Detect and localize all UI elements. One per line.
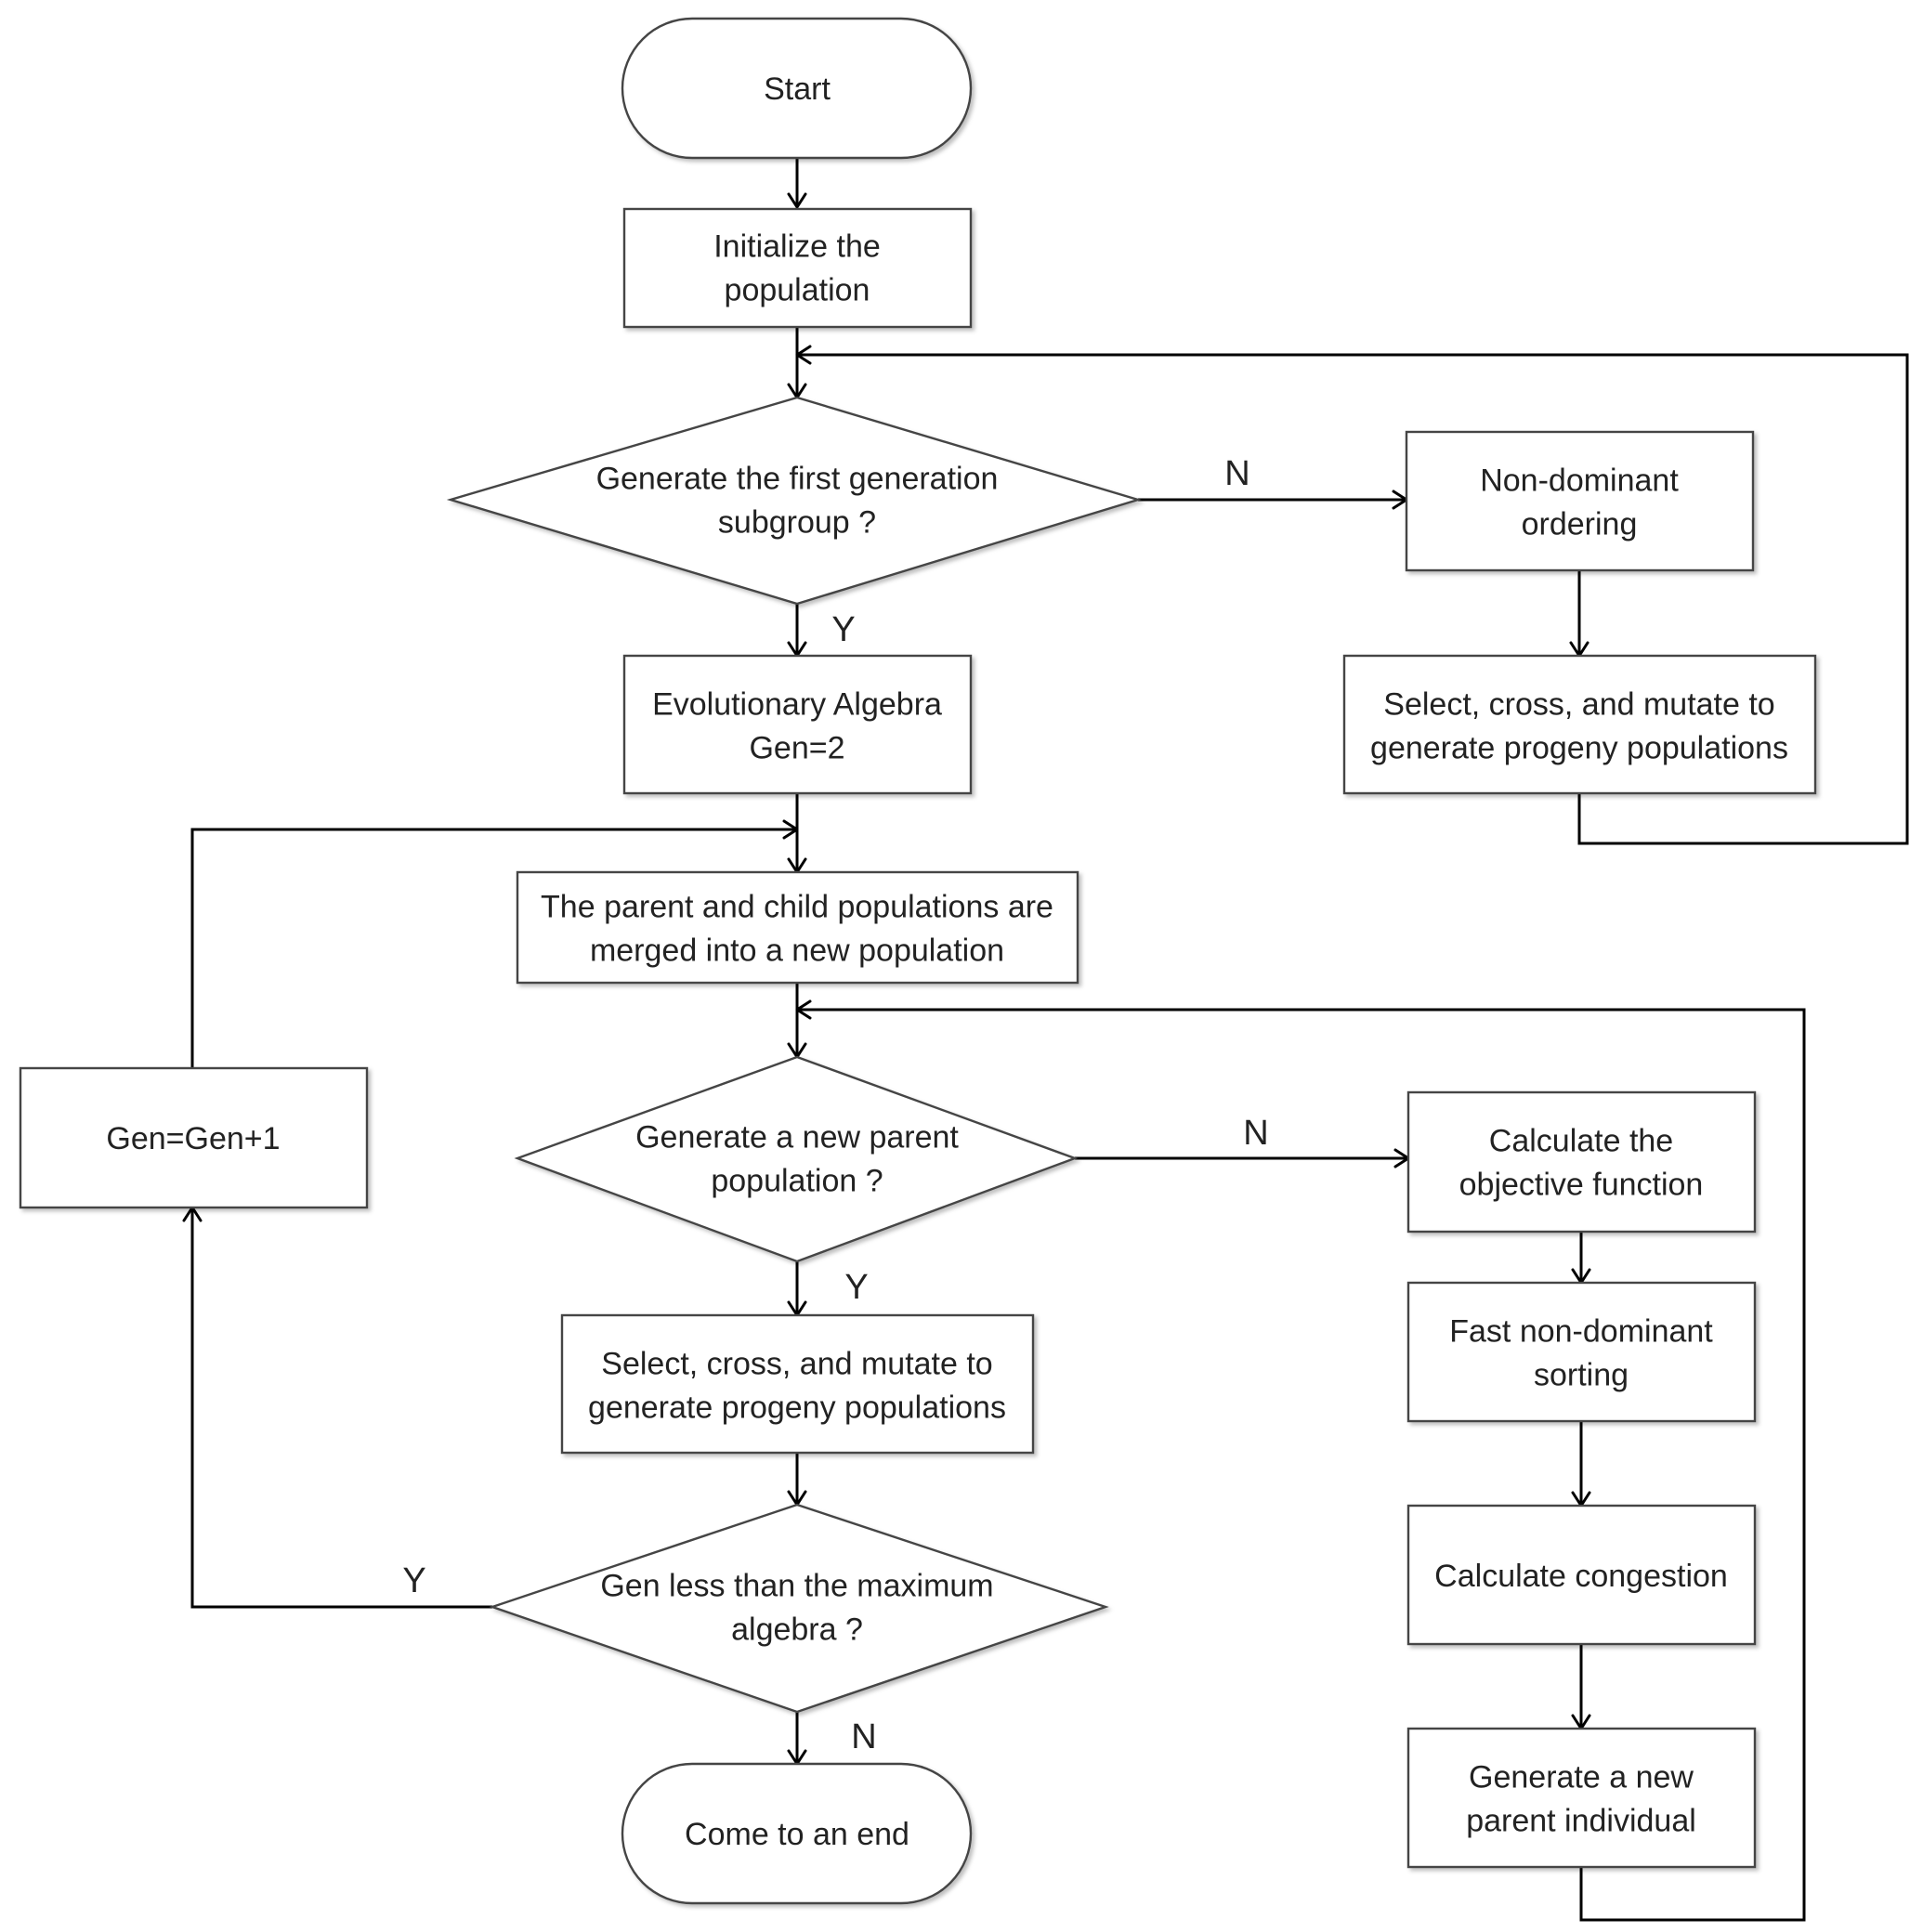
- edge-label-parent-no: N: [1243, 1114, 1268, 1153]
- node-text-line: parent individual: [1466, 1804, 1696, 1839]
- node-text-line: Calculate congestion: [1434, 1559, 1728, 1594]
- node-text-line: Start: [764, 72, 831, 107]
- node-decision-first-text: Generate the first generation subgroup ?: [596, 462, 999, 541]
- node-text-line: Select, cross, and mutate to: [1383, 687, 1774, 723]
- node-text-line: subgroup ?: [718, 505, 876, 541]
- node-text-line: population ?: [711, 1164, 883, 1199]
- end-terminal-shape: [621, 1762, 973, 1905]
- node-text-line: Gen=Gen+1: [106, 1121, 280, 1156]
- node-new-individual-text: Generate a new parent individual: [1466, 1760, 1696, 1839]
- init-process-shape: [622, 207, 973, 329]
- arrowhead: [787, 192, 807, 209]
- node-text-line: generate progeny populations: [1370, 731, 1788, 766]
- edge-labels: N Y N Y Y N: [402, 454, 1268, 1756]
- node-fast-sort-text: Fast non-dominant sorting: [1449, 1314, 1713, 1393]
- edge-select-top-loop: [799, 353, 1909, 845]
- node-text-line: Non-dominant: [1480, 463, 1679, 499]
- arrowhead: [795, 345, 812, 365]
- merge-process-shape: [516, 870, 1079, 985]
- node-select-top: Select, cross, and mutate to generate pro…: [1342, 654, 1817, 795]
- node-select-mid: Select, cross, and mutate to generate pro…: [560, 1313, 1035, 1455]
- edges: [182, 158, 1909, 1922]
- edge-label-first-yes: Y: [831, 610, 855, 649]
- decision-first-shape: [446, 396, 1143, 606]
- gen-increment-process-shape: [19, 1066, 369, 1209]
- node-text-line: Come to an end: [685, 1817, 909, 1852]
- edge-label-max-no: N: [851, 1717, 876, 1756]
- node-gen-increment: Gen=Gen+1: [19, 1066, 369, 1209]
- node-congestion: Calculate congestion: [1406, 1504, 1757, 1646]
- edge-gen-increment-loop: [190, 828, 795, 1068]
- node-start-text: Start: [764, 72, 831, 107]
- node-decision-first: Generate the first generation subgroup ?: [446, 396, 1143, 606]
- node-select-top-text: Select, cross, and mutate to generate pro…: [1370, 687, 1788, 766]
- node-nondominant: Non-dominant ordering: [1405, 430, 1755, 572]
- node-fast-sort: Fast non-dominant sorting: [1406, 1281, 1757, 1423]
- node-text-line: algebra ?: [731, 1612, 863, 1648]
- node-end: Come to an end: [621, 1762, 973, 1905]
- node-text-line: generate progeny populations: [588, 1390, 1006, 1426]
- node-gen-increment-text: Gen=Gen+1: [106, 1121, 280, 1156]
- select-top-process-shape: [1342, 654, 1817, 795]
- decision-parent-shape: [514, 1055, 1079, 1263]
- edge-label-max-yes: Y: [402, 1561, 425, 1600]
- node-start: Start: [621, 17, 973, 160]
- arrowhead: [782, 819, 799, 840]
- edge-label-first-no: N: [1224, 454, 1249, 493]
- node-end-text: Come to an end: [685, 1817, 909, 1852]
- arrowhead: [795, 999, 812, 1020]
- node-text-line: Initialize the: [713, 229, 881, 265]
- node-text-line: sorting: [1534, 1358, 1629, 1393]
- nondominant-process-shape: [1405, 430, 1755, 572]
- evo-algebra-process-shape: [622, 654, 973, 795]
- node-decision-max: Gen less than the maximum algebra ?: [489, 1503, 1109, 1714]
- node-text-line: ordering: [1522, 507, 1638, 542]
- node-text-line: Select, cross, and mutate to: [601, 1347, 992, 1382]
- node-decision-max-text: Gen less than the maximum algebra ?: [600, 1569, 993, 1648]
- node-objective-text: Calculate the objective function: [1459, 1124, 1704, 1203]
- node-text-line: objective function: [1459, 1168, 1704, 1203]
- node-select-mid-text: Select, cross, and mutate to generate pro…: [588, 1347, 1006, 1426]
- node-congestion-text: Calculate congestion: [1434, 1559, 1728, 1594]
- edge-decision-max-to-gen-increment: [190, 1209, 492, 1609]
- node-text-line: Generate a new parent: [635, 1120, 959, 1155]
- node-decision-parent-text: Generate a new parent population ?: [635, 1120, 959, 1199]
- nodes: Start Initialize the population Generate …: [19, 17, 1817, 1905]
- node-merge: The parent and child populations are merg…: [516, 870, 1079, 985]
- edge-new-individual-loop: [799, 1008, 1806, 1922]
- node-text-line: Calculate the: [1489, 1124, 1673, 1159]
- node-nondominant-text: Non-dominant ordering: [1480, 463, 1679, 542]
- node-decision-parent: Generate a new parent population ?: [514, 1055, 1079, 1263]
- node-text-line: Generate a new: [1469, 1760, 1694, 1795]
- node-text-line: Generate the first generation: [596, 462, 999, 497]
- decision-max-shape: [489, 1503, 1109, 1714]
- node-text-line: Gen less than the maximum: [600, 1569, 993, 1604]
- edge-label-parent-yes: Y: [844, 1268, 868, 1307]
- node-merge-text: The parent and child populations are merg…: [541, 890, 1053, 969]
- start-terminal-shape: [621, 17, 973, 160]
- node-new-individual: Generate a new parent individual: [1406, 1727, 1757, 1869]
- node-text-line: Evolutionary Algebra: [652, 687, 942, 723]
- node-objective: Calculate the objective function: [1406, 1090, 1757, 1234]
- node-text-line: The parent and child populations are: [541, 890, 1053, 925]
- fast-sort-process-shape: [1406, 1281, 1757, 1423]
- objective-process-shape: [1406, 1090, 1757, 1234]
- node-text-line: Fast non-dominant: [1449, 1314, 1713, 1350]
- node-text-line: Gen=2: [749, 731, 844, 766]
- node-init: Initialize the population: [622, 207, 973, 329]
- node-init-text: Initialize the population: [713, 229, 881, 308]
- congestion-process-shape: [1406, 1504, 1757, 1646]
- new-individual-process-shape: [1406, 1727, 1757, 1869]
- select-mid-process-shape: [560, 1313, 1035, 1455]
- node-text-line: population: [725, 273, 870, 308]
- node-text-line: merged into a new population: [590, 933, 1004, 969]
